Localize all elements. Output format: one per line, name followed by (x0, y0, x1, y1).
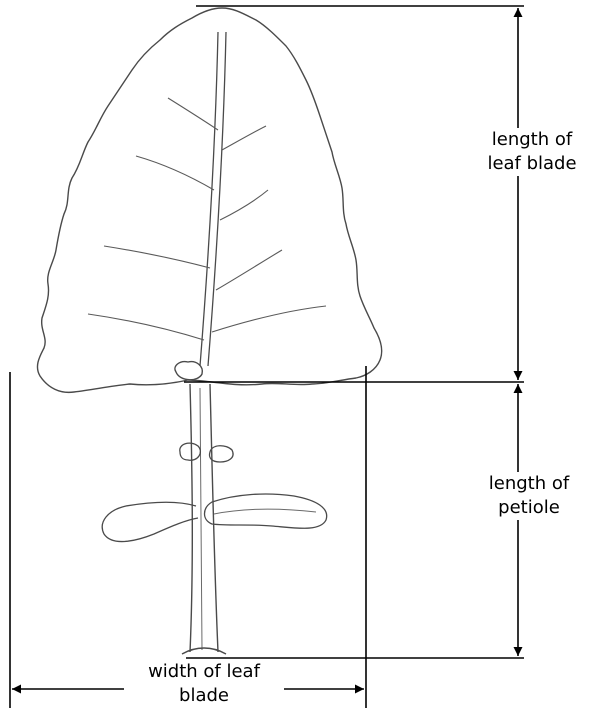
left-leaflet (102, 502, 198, 541)
blade-length-label-line2: leaf blade (470, 152, 594, 176)
blade-width-label: width of leaf blade (124, 660, 284, 708)
petiole-length-label-line1: length of (474, 472, 584, 496)
petiole-length-label: length of petiole (474, 472, 584, 520)
right-bud (209, 446, 233, 462)
leaf-blade-outline (37, 8, 381, 392)
side-veins (88, 98, 326, 340)
petiole (190, 384, 192, 652)
blade-length-label: length of leaf blade (470, 128, 594, 176)
blade-length-label-line1: length of (470, 128, 594, 152)
blade-width-label-line1: width of leaf (124, 660, 284, 684)
blade-width-label-line2: blade (124, 684, 284, 708)
leaf-blade-base-knot (175, 362, 202, 380)
midrib (200, 32, 218, 366)
left-bud (180, 443, 201, 460)
petiole-length-label-line2: petiole (474, 496, 584, 520)
